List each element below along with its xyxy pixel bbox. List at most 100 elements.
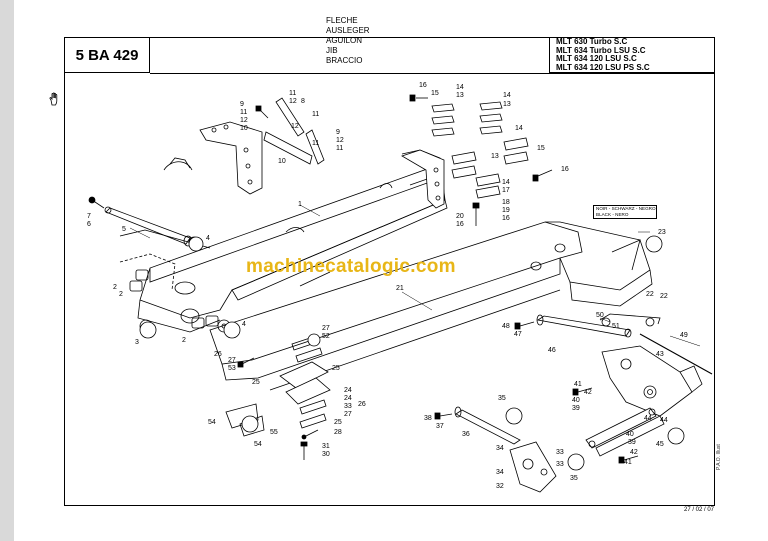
page-edge-strip bbox=[0, 0, 14, 541]
model-item: MLT 630 Turbo S.C bbox=[556, 37, 628, 46]
callout-label: 27 bbox=[344, 411, 352, 418]
callout-label: 12 bbox=[289, 98, 297, 105]
callout-label: 46 bbox=[548, 347, 556, 354]
callout-label: 33 bbox=[556, 461, 564, 468]
callout-label: 9 bbox=[336, 129, 340, 136]
callout-label: 53 bbox=[228, 365, 236, 372]
callout-label: 37 bbox=[436, 423, 444, 430]
callout-label: 7 bbox=[87, 213, 91, 220]
callout-label: 43 bbox=[656, 351, 664, 358]
link-plates-44 bbox=[585, 407, 665, 457]
callout-leader-lines bbox=[129, 204, 701, 347]
callout-label: 10 bbox=[240, 125, 248, 132]
callout-label: 41 bbox=[624, 459, 632, 466]
callout-label: 26 bbox=[358, 401, 366, 408]
callout-label: 25 bbox=[332, 365, 340, 372]
callout-label: 35 bbox=[498, 395, 506, 402]
callout-label: 30 bbox=[322, 451, 330, 458]
callout-label: 4 bbox=[242, 321, 246, 328]
callout-label: 25 bbox=[252, 379, 260, 386]
callout-label: 34 bbox=[496, 469, 504, 476]
callout-label: 2 bbox=[119, 291, 123, 298]
callout-label: 49 bbox=[680, 332, 688, 339]
model-item: MLT 634 Turbo LSU S.C bbox=[556, 45, 646, 55]
callout-label: 27 bbox=[228, 357, 236, 364]
callout-label: 16 bbox=[502, 215, 510, 222]
callout-label: 44 bbox=[660, 417, 668, 424]
drawing-frame bbox=[64, 37, 715, 506]
callout-label: 39 bbox=[572, 405, 580, 412]
callout-label: 15 bbox=[537, 145, 545, 152]
bush-parts bbox=[119, 253, 219, 329]
model-item: MLT 634 120 LSU S.C bbox=[556, 54, 637, 64]
callout-label: 55 bbox=[270, 429, 278, 436]
callout-label: 42 bbox=[630, 449, 638, 456]
attachment-carriage-43 bbox=[601, 345, 703, 417]
callout-label: 26 bbox=[214, 351, 222, 358]
callout-label: 11 bbox=[312, 111, 319, 118]
callout-label: 2 bbox=[113, 284, 117, 291]
callout-label: 31 bbox=[322, 443, 330, 450]
callout-label: 34 bbox=[496, 445, 504, 452]
callout-label: 13 bbox=[491, 153, 499, 160]
callout-label: 39 bbox=[628, 439, 636, 446]
callout-label: 1 bbox=[298, 201, 302, 208]
callout-label: 13 bbox=[456, 92, 464, 99]
callout-label: 45 bbox=[656, 441, 664, 448]
callout-label: 50 bbox=[596, 312, 604, 319]
callout-label: 24 bbox=[344, 395, 352, 402]
callout-label: 42 bbox=[584, 389, 592, 396]
callout-label: 22 bbox=[660, 293, 668, 300]
callout-label: 11 bbox=[240, 109, 247, 116]
callout-label: 41 bbox=[574, 381, 582, 388]
reference-number: 5 BA 429 bbox=[64, 37, 150, 73]
callout-label: 23 bbox=[658, 229, 666, 236]
callout-label: 40 bbox=[626, 431, 634, 438]
callout-label: 8 bbox=[301, 98, 305, 105]
callout-label: 11 bbox=[312, 140, 319, 147]
title-line-en: JIB bbox=[326, 46, 338, 55]
title-line-de: AUSLEGER bbox=[326, 26, 370, 35]
bolt-parts bbox=[88, 94, 639, 464]
callout-label: 44 bbox=[644, 415, 652, 422]
callout-labels: 16 15 14 13 14 13 13 14 15 14 17 16 18 1… bbox=[87, 82, 688, 490]
callout-label: 17 bbox=[502, 187, 510, 194]
model-list: MLT 630 Turbo S.C MLT 634 Turbo LSU S.C … bbox=[549, 37, 715, 73]
slide-rail-parts bbox=[263, 97, 325, 165]
model-item: MLT 634 120 LSU PS S.C bbox=[556, 62, 650, 72]
callout-label: 48 bbox=[502, 323, 510, 330]
callout-label: 24 bbox=[344, 387, 352, 394]
callout-label: 16 bbox=[561, 166, 569, 173]
date-label: 27 / 02 / 07 bbox=[684, 507, 715, 513]
callout-label: 28 bbox=[334, 429, 342, 436]
callout-label: 5 bbox=[122, 226, 126, 233]
callout-label: 25 bbox=[334, 419, 342, 426]
color-note-box: NOIR - SCHWARZ - NEGRO BLACK - NERO bbox=[593, 205, 657, 219]
pivot-pin-46 bbox=[536, 313, 713, 375]
bracket-plate-left bbox=[199, 121, 263, 195]
callout-label: 4 bbox=[206, 235, 210, 242]
hand-cursor-icon[interactable] bbox=[48, 92, 62, 106]
callout-label: 11 bbox=[336, 145, 343, 152]
callout-label: 16 bbox=[456, 221, 464, 228]
callout-label: 21 bbox=[396, 285, 404, 292]
callout-label: 6 bbox=[87, 221, 91, 228]
callout-label: 13 bbox=[503, 101, 511, 108]
callout-label: 9 bbox=[240, 101, 244, 108]
pin-36-and-bracket-32 bbox=[454, 406, 557, 493]
callout-label: 40 bbox=[572, 397, 580, 404]
callout-label: 12 bbox=[336, 137, 344, 144]
callout-label: 32 bbox=[496, 483, 504, 490]
pin-part-5 bbox=[104, 206, 193, 247]
title-line-es: AGUILON bbox=[326, 36, 363, 45]
callout-label: 51 bbox=[612, 323, 620, 330]
callout-label: 14 bbox=[456, 84, 464, 91]
callout-label: 2 bbox=[182, 337, 186, 344]
callout-label: 14 bbox=[502, 179, 510, 186]
side-label: P.A.O. Illust bbox=[716, 444, 722, 470]
callout-label: 20 bbox=[456, 213, 464, 220]
callout-label: 52 bbox=[322, 333, 330, 340]
callout-label: 54 bbox=[254, 441, 262, 448]
callout-label: 36 bbox=[462, 431, 470, 438]
